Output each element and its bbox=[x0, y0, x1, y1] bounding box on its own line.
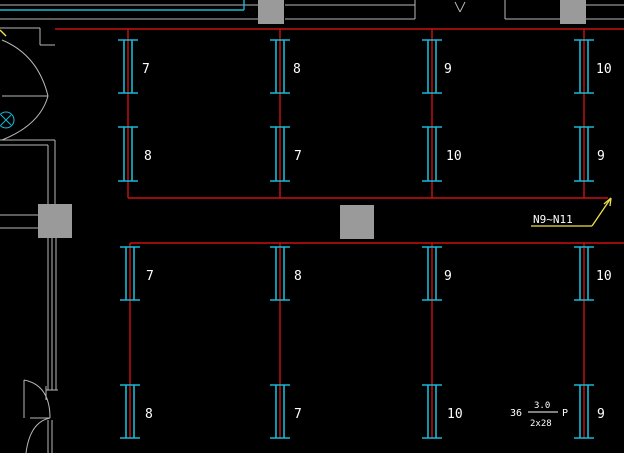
column-icon bbox=[258, 0, 284, 24]
fixture-label: 9 bbox=[444, 62, 452, 77]
fixture-label: 9 bbox=[444, 269, 452, 284]
spec-count: 36 bbox=[510, 408, 522, 419]
fixture-label: 10 bbox=[447, 407, 463, 422]
fixture-row-3 bbox=[120, 246, 594, 301]
circuit-label-group[interactable]: N9~N11 bbox=[531, 197, 612, 227]
left-wall bbox=[0, 27, 58, 453]
leader-arrow-icon bbox=[591, 197, 612, 227]
fixture-row-1 bbox=[118, 39, 594, 94]
column-icon bbox=[560, 0, 586, 24]
column-icon bbox=[38, 204, 72, 238]
light-fixture-icon bbox=[574, 384, 594, 439]
light-fixture-icon bbox=[574, 126, 594, 182]
light-fixture-icon bbox=[574, 246, 594, 301]
fixture-row-2 bbox=[118, 126, 594, 182]
light-fixture-icon bbox=[422, 39, 442, 94]
fixture-label: 10 bbox=[446, 149, 462, 164]
light-fixture-icon bbox=[270, 384, 290, 439]
light-fixture-icon bbox=[120, 246, 140, 301]
fixture-label: 7 bbox=[294, 149, 302, 164]
fixture-spec-annotation[interactable]: 36 3.0 2x28 P bbox=[510, 401, 568, 429]
top-wall bbox=[0, 0, 624, 20]
fixture-label: 7 bbox=[142, 62, 150, 77]
leader-arrow-icon bbox=[603, 197, 612, 205]
fixture-label: 8 bbox=[294, 269, 302, 284]
cyan-wall-line bbox=[0, 0, 245, 11]
light-fixture-icon bbox=[118, 39, 138, 94]
door-swing-icon bbox=[0, 39, 49, 141]
light-fixture-icon bbox=[422, 246, 442, 301]
light-fixture-icon bbox=[422, 126, 442, 182]
circuit-label: N9~N11 bbox=[533, 213, 573, 226]
light-fixture-icon bbox=[270, 39, 290, 94]
light-fixture-icon bbox=[118, 126, 138, 182]
column-icon bbox=[340, 205, 374, 239]
fixture-label: 7 bbox=[294, 407, 302, 422]
spec-numerator: 3.0 bbox=[534, 401, 550, 411]
fixture-label: 10 bbox=[596, 269, 612, 284]
light-fixture-icon bbox=[270, 246, 290, 301]
light-fixture-icon bbox=[270, 126, 290, 182]
fixture-label: 8 bbox=[144, 149, 152, 164]
light-fixture-icon bbox=[422, 384, 442, 439]
fixture-label: 8 bbox=[293, 62, 301, 77]
fixture-label: 10 bbox=[596, 62, 612, 77]
door-swing-icon bbox=[23, 379, 51, 453]
light-fixture-icon bbox=[120, 384, 140, 439]
fixture-row-4 bbox=[120, 384, 594, 439]
fixture-label: 9 bbox=[597, 149, 605, 164]
fixture-label: 9 bbox=[597, 407, 605, 422]
light-fixture-icon bbox=[574, 39, 594, 94]
leader-arrow-icon bbox=[0, 29, 7, 37]
fixture-label: 7 bbox=[146, 269, 154, 284]
circuit-wiring bbox=[55, 28, 624, 438]
spec-mount: P bbox=[562, 408, 568, 419]
fixture-label: 8 bbox=[145, 407, 153, 422]
leader-arrow-icon bbox=[609, 197, 612, 207]
spec-denominator: 2x28 bbox=[530, 419, 552, 429]
